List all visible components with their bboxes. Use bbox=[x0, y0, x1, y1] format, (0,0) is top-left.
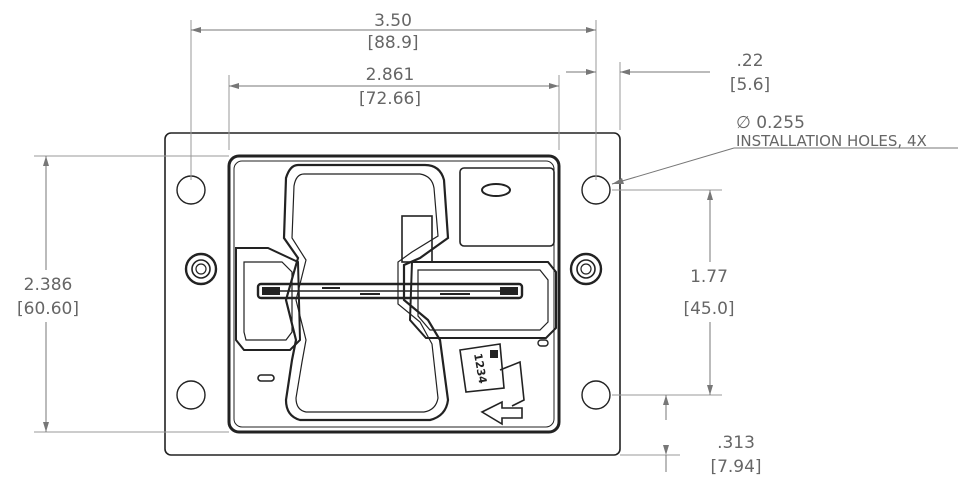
bezel bbox=[227, 154, 561, 434]
overall-height-mm: [60.60] bbox=[17, 299, 79, 319]
overall-height-inch: 2.386 bbox=[24, 275, 73, 295]
hole-bottom-offset-inch: .313 bbox=[717, 433, 755, 453]
installation-hole-note: ∅ 0.255 INSTALLATION HOLES, 4X bbox=[611, 113, 958, 185]
left-head-block bbox=[235, 247, 302, 351]
dimension-hole-edge-offset: .22 [5.6] bbox=[566, 51, 770, 130]
dimension-bezel-width: 2.861 [72.66] bbox=[228, 65, 560, 150]
small-slots bbox=[257, 339, 549, 382]
installation-hole-bottom-right bbox=[581, 380, 611, 410]
hole-edge-offset-inch: .22 bbox=[736, 51, 763, 71]
mounting-plate bbox=[164, 132, 621, 456]
indicator-window bbox=[459, 167, 555, 247]
dimension-overall-width: 3.50 [88.9] bbox=[190, 11, 597, 180]
installation-holes bbox=[176, 175, 611, 410]
screw-bosses bbox=[184, 252, 603, 286]
hole-edge-offset-mm: [5.6] bbox=[730, 75, 770, 95]
installation-hole-bottom-left bbox=[176, 380, 206, 410]
led-indicator bbox=[481, 183, 511, 197]
overall-width-inch: 3.50 bbox=[374, 11, 412, 31]
bezel-width-inch: 2.861 bbox=[366, 65, 415, 85]
hole-bottom-offset-mm: [7.94] bbox=[710, 457, 761, 477]
hole-spacing-mm: [45.0] bbox=[683, 299, 734, 319]
hole-description-label: INSTALLATION HOLES, 4X bbox=[736, 132, 927, 150]
hole-spacing-inch: 1.77 bbox=[690, 267, 728, 287]
dimension-overall-height: 2.386 [60.60] bbox=[17, 155, 229, 433]
dimension-hole-bottom-offset: .313 [7.94] bbox=[620, 395, 762, 477]
finger-channel bbox=[282, 163, 450, 422]
installation-hole-top-left bbox=[176, 175, 206, 205]
card-insertion-icon: 1234 bbox=[459, 343, 525, 426]
bezel-width-mm: [72.66] bbox=[359, 89, 421, 109]
card-slot bbox=[256, 282, 524, 300]
card-number-label: 1234 bbox=[471, 352, 489, 385]
overall-width-mm: [88.9] bbox=[367, 33, 418, 53]
installation-hole-top-right bbox=[581, 175, 611, 205]
right-head-block bbox=[401, 215, 557, 339]
hole-diameter-label: ∅ 0.255 bbox=[736, 113, 805, 133]
dimension-hole-spacing: 1.77 [45.0] bbox=[612, 189, 735, 396]
